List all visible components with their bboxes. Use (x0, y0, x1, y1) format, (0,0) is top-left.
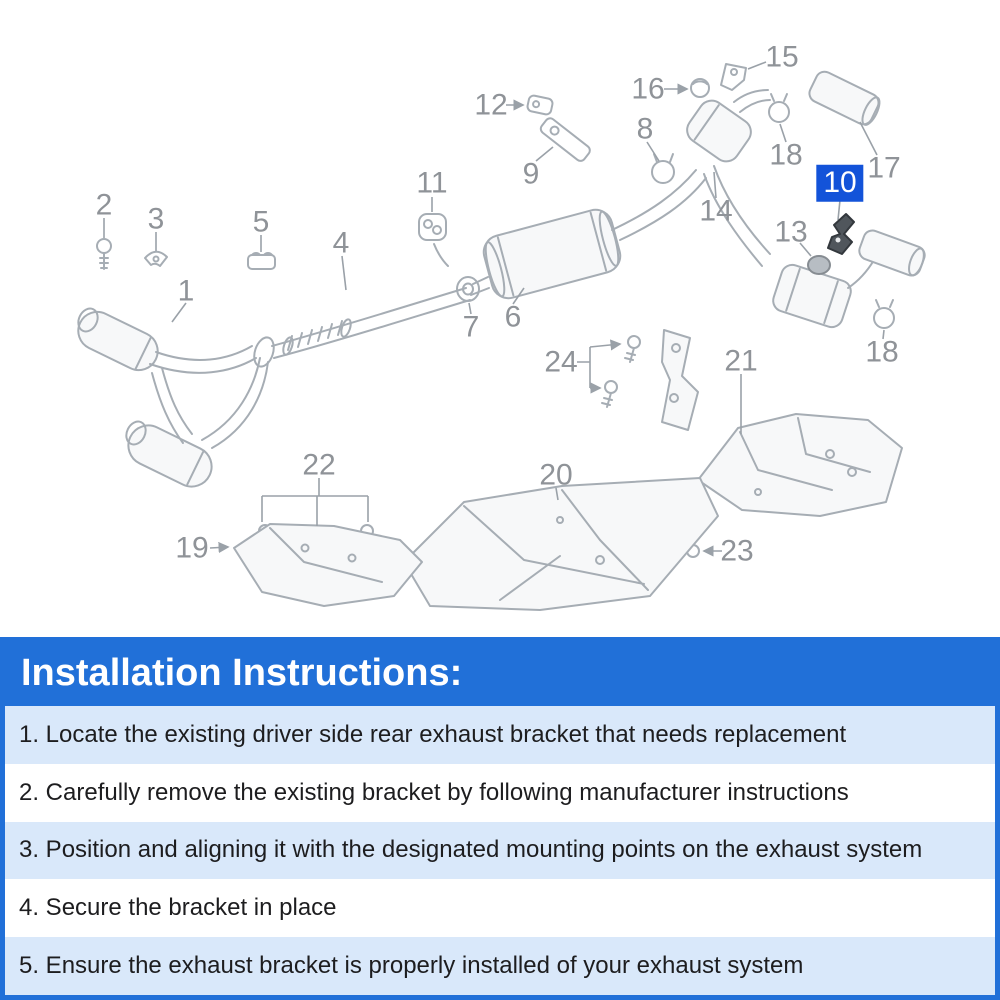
part-number-13: 13 (774, 215, 808, 249)
tailpipe-tip-lower (858, 229, 926, 277)
leader-lines (103, 61, 885, 557)
part-number-5: 5 (252, 205, 270, 239)
instruction-step-3: 3. Position and aligning it with the des… (5, 821, 995, 880)
part-number-18: 18 (769, 138, 803, 172)
heat-shields (233, 413, 903, 611)
clamp-18-upper (768, 101, 790, 123)
part-number-24: 24 (544, 345, 578, 379)
part-number-22: 22 (302, 448, 336, 482)
gasket-ring (456, 276, 480, 302)
part-number-21: 21 (724, 344, 758, 378)
rear-pipe-assembly (611, 70, 926, 329)
instruction-step-4: 4. Secure the bracket in place (5, 879, 995, 938)
part-number-17: 17 (867, 151, 901, 185)
part-number-3: 3 (147, 202, 165, 236)
instructions-title: Installation Instructions: (21, 652, 463, 694)
center-muffler (482, 208, 622, 300)
part-number-23: 23 (720, 534, 754, 568)
exhaust-diagram-art (77, 61, 926, 611)
front-pipe-assembly (77, 307, 275, 488)
rubber-hanger-13 (807, 255, 831, 275)
part-number-11: 11 (416, 166, 448, 200)
part-number-19: 19 (175, 531, 209, 565)
part-number-20: 20 (539, 458, 573, 492)
part-number-10-highlighted: 10 (816, 164, 864, 202)
replacement-bracket-part-10 (827, 213, 855, 255)
part-number-7: 7 (462, 310, 480, 344)
instruction-step-1: 1. Locate the existing driver side rear … (5, 706, 995, 764)
instruction-step-5: 5. Ensure the exhaust bracket is properl… (5, 937, 995, 995)
instruction-step-2: 2. Carefully remove the existing bracket… (5, 763, 995, 822)
part-number-6: 6 (504, 300, 522, 334)
instructions-header: Installation Instructions: (5, 640, 995, 706)
part-number-14: 14 (699, 194, 733, 228)
clamp-18-lower (873, 307, 895, 329)
mid-pipe (271, 243, 480, 359)
part-number-18: 18 (865, 335, 899, 369)
clamp-8 (651, 160, 675, 184)
part-number-9: 9 (522, 157, 540, 191)
part-number-4: 4 (332, 226, 350, 260)
part-number-12: 12 (474, 88, 508, 122)
installation-instructions-panel: Installation Instructions: 1. Locate the… (0, 637, 1000, 1000)
part-number-16: 16 (631, 72, 665, 106)
tailpipe-tip-17 (808, 70, 881, 126)
part-number-8: 8 (636, 112, 654, 146)
part-number-1: 1 (177, 274, 195, 308)
instructions-steps: 1. Locate the existing driver side rear … (5, 706, 995, 995)
part-number-15: 15 (765, 40, 799, 74)
part-number-2: 2 (95, 188, 113, 222)
